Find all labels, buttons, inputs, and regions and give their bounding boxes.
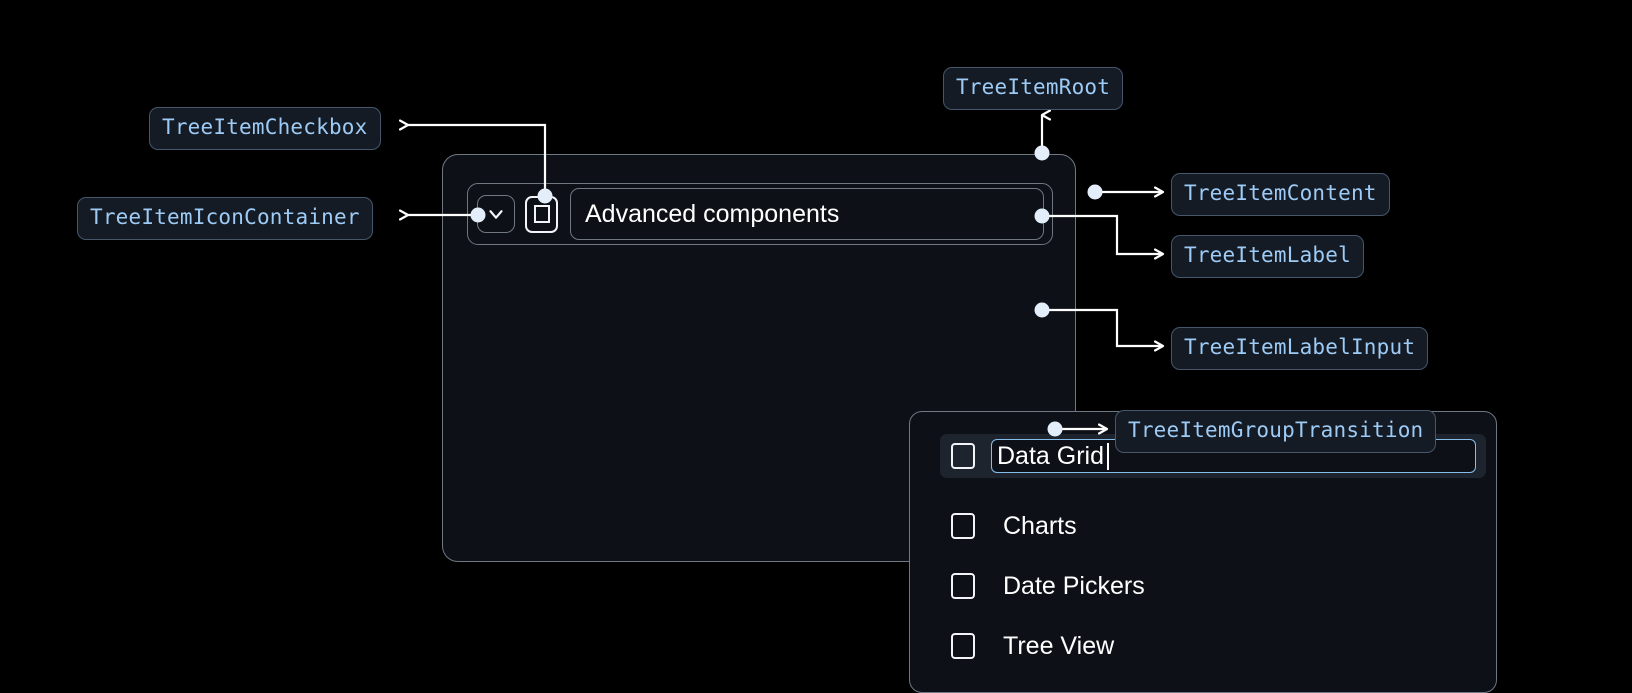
tree-item-group-transition: Data Grid Charts Date Pickers Tree View: [909, 411, 1497, 693]
diagram-canvas: Advanced components Data Grid Charts Dat…: [77, 67, 1497, 693]
tree-item-content[interactable]: Advanced components: [467, 183, 1053, 245]
tree-item-checkbox-data-grid[interactable]: [951, 443, 975, 469]
annotation-tree-item-group-transition: TreeItemGroupTransition: [1115, 410, 1437, 453]
text-caret: [1106, 442, 1109, 470]
tree-item-label-charts: Charts: [1003, 511, 1077, 540]
dot-tree-item-content: [1087, 184, 1103, 200]
chevron-down-icon: [485, 203, 507, 225]
tree-item-checkbox-tree-view[interactable]: [951, 633, 975, 659]
tree-item-checkbox-date-pickers[interactable]: [951, 573, 975, 599]
checkbox-box-icon: [533, 205, 550, 223]
tree-item-label-text: Advanced components: [585, 199, 840, 228]
annotation-tree-item-label: TreeItemLabel: [1171, 235, 1364, 278]
annotation-tree-item-content: TreeItemContent: [1171, 173, 1390, 216]
tree-item-label-date-pickers: Date Pickers: [1003, 571, 1145, 600]
tree-item-checkbox[interactable]: [525, 195, 558, 233]
tree-item-label-input-value: Data Grid: [997, 441, 1104, 470]
annotation-tree-item-checkbox: TreeItemCheckbox: [149, 107, 381, 150]
annotation-tree-item-icon-container: TreeItemIconContainer: [77, 197, 373, 240]
tree-item-date-pickers[interactable]: Date Pickers: [940, 564, 1464, 608]
tree-item-tree-view[interactable]: Tree View: [940, 624, 1464, 668]
tree-item-label[interactable]: Advanced components: [570, 188, 1044, 240]
annotation-tree-item-root: TreeItemRoot: [943, 67, 1124, 110]
annotation-tree-item-label-input: TreeItemLabelInput: [1171, 327, 1429, 370]
tree-item-charts[interactable]: Charts: [940, 504, 1464, 548]
tree-item-icon-container[interactable]: [477, 195, 515, 233]
tree-item-checkbox-charts[interactable]: [951, 513, 975, 539]
tree-item-label-tree-view: Tree View: [1003, 631, 1115, 660]
tree-item-root[interactable]: Advanced components Data Grid Charts Dat…: [442, 154, 1497, 693]
